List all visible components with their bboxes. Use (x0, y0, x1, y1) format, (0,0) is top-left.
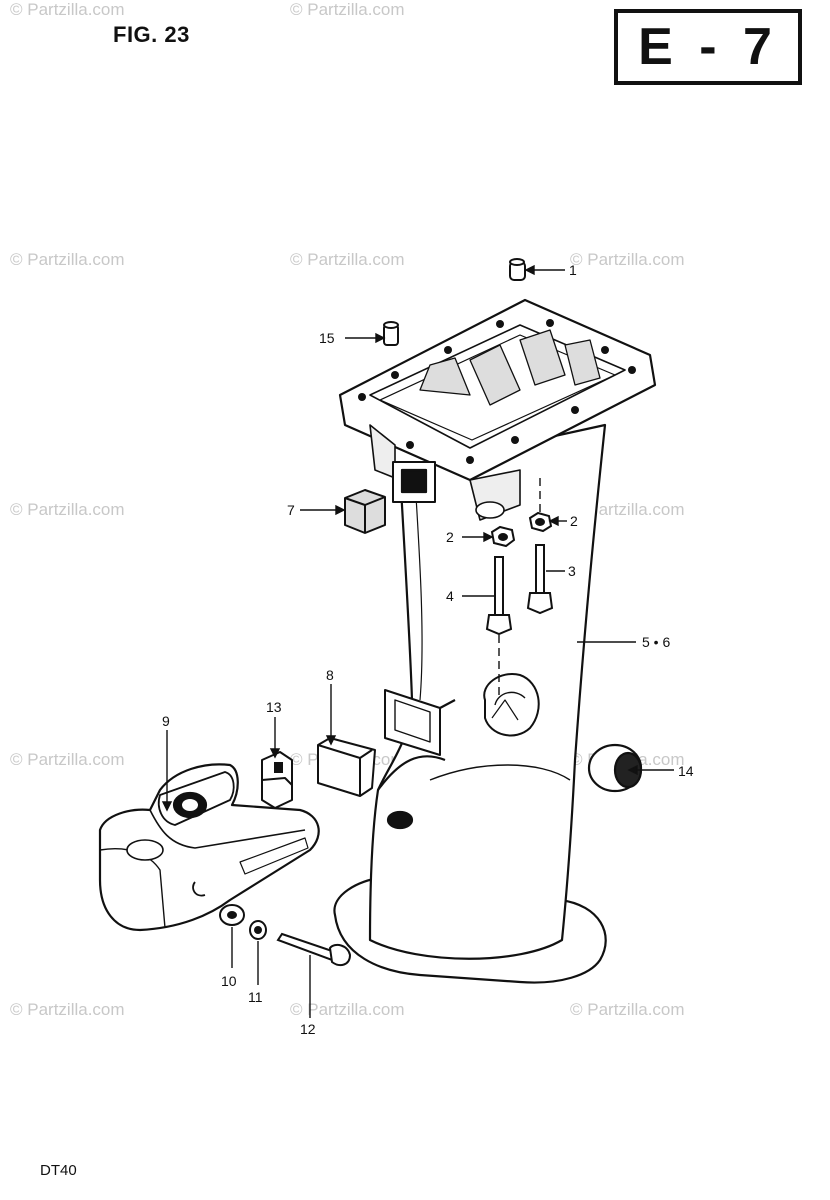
part-1-dowel-pin (509, 258, 526, 281)
callout-14: 14 (678, 763, 694, 779)
watermark-text: © Partzilla.com (10, 0, 125, 19)
watermark-text: © Partzilla.com (10, 1000, 125, 1019)
callout-9: 9 (162, 713, 170, 729)
watermark-text: © Partzilla.com (290, 0, 405, 19)
callout-12: 12 (300, 1021, 316, 1037)
callout-8: 8 (326, 667, 334, 683)
callout-3: 3 (568, 563, 576, 579)
drive-shaft-housing (333, 298, 657, 984)
part-11-lock-washer (249, 920, 267, 940)
figure-title: FIG. 23 (113, 22, 190, 47)
part-9-lower-cover (98, 763, 320, 932)
part-8-pad (317, 737, 376, 797)
callout-15: 15 (319, 330, 335, 346)
part-3-bolt (526, 544, 554, 615)
callout-labels: 1 2 2 3 4 5 • 6 7 8 9 10 11 12 13 14 15 (162, 262, 694, 1037)
model-label: DT40 (40, 1162, 77, 1179)
callout-4: 4 (446, 588, 454, 604)
callout-2: 2 (570, 513, 578, 529)
leader-lines (161, 264, 674, 1018)
part-14-cap (587, 743, 643, 793)
part-15-dowel-pin (383, 321, 399, 346)
watermark-text: © Partzilla.com (570, 500, 685, 519)
watermark-text: © Partzilla.com (10, 500, 125, 519)
watermark-text: © Partzilla.com (10, 250, 125, 269)
watermark-text: © Partzilla.com (10, 750, 125, 769)
part-13-clip (261, 751, 293, 809)
part-2-nut (490, 525, 516, 548)
callout-10: 10 (221, 973, 237, 989)
watermark-text: © Partzilla.com (570, 1000, 685, 1019)
part-7-grommet (344, 489, 386, 534)
callout-2: 2 (446, 529, 454, 545)
watermark-text: © Partzilla.com (290, 1000, 405, 1019)
part-12-bolt (276, 932, 352, 967)
callout-7: 7 (287, 502, 295, 518)
callout-1: 1 (569, 262, 577, 278)
watermark-text: © Partzilla.com (290, 250, 405, 269)
part-2-nut (528, 511, 553, 533)
callout-11: 11 (248, 989, 263, 1005)
callout-5-6: 5 • 6 (642, 634, 670, 650)
part-10-washer (219, 904, 245, 926)
part-4-stud-bolt (485, 556, 513, 636)
callout-13: 13 (266, 699, 282, 715)
page-code-box: E - 7 (614, 9, 802, 85)
watermark-text: © Partzilla.com (570, 250, 685, 269)
